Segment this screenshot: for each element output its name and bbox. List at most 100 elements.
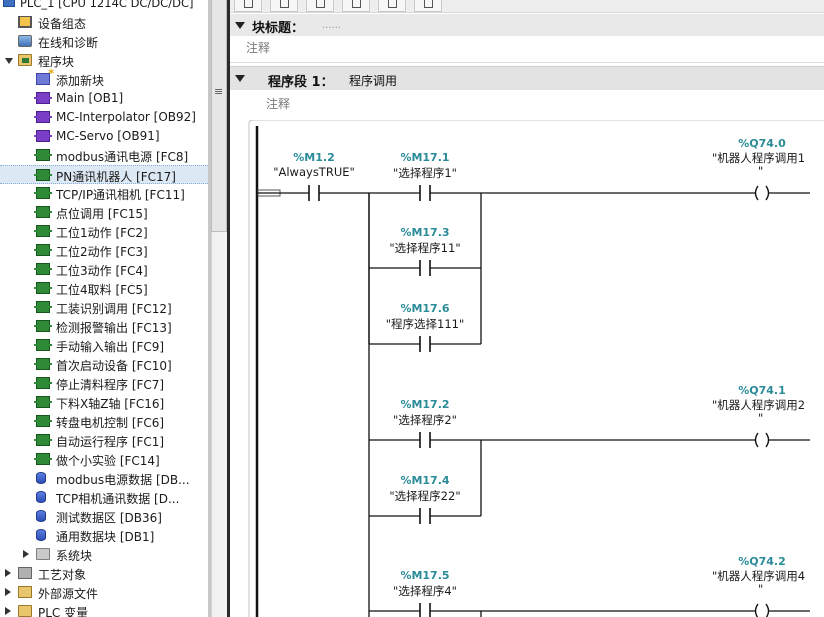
tree-item-fc8[interactable]: modbus通讯电源 [FC8] (0, 146, 208, 165)
contact-m1-2-address[interactable]: %M1.2 (293, 151, 335, 164)
tree-item-fc13[interactable]: 检测报警输出 [FC13] (0, 317, 208, 336)
tree-item-add-new-block[interactable]: 添加新块 (0, 67, 208, 89)
tree-item-program-blocks[interactable]: 程序块 (0, 51, 208, 70)
tree-item-fc3[interactable]: 工位2动作 [FC3] (0, 241, 208, 260)
network-comment[interactable]: 注释 (266, 97, 291, 111)
coil-q74-1-tag[interactable]: "机器人程序调用2 (712, 398, 806, 412)
expand-arrow-icon[interactable] (5, 588, 11, 596)
network-1-header[interactable]: 程序段 1： 程序调用 (230, 66, 824, 90)
toolbar-2-icon (280, 0, 289, 8)
tree-item-fc10[interactable]: 首次启动设备 [FC10] (0, 355, 208, 374)
contact-m17-1-address[interactable]: %M17.1 (400, 151, 450, 164)
splitter-grip-icon[interactable]: ≡ (214, 85, 224, 98)
coil-q74-0-tag[interactable]: "机器人程序调用1 (712, 151, 806, 165)
tree-item-fc11[interactable]: TCP/IP通讯相机 [FC11] (0, 184, 208, 203)
block-comment-area[interactable]: 注释 (230, 36, 824, 63)
tree-item-fc6[interactable]: 转盘电机控制 [FC6] (0, 412, 208, 431)
contact-m17-5-tag[interactable]: "选择程序4" (393, 584, 457, 598)
tree-item-label: 设备组态 (38, 17, 87, 31)
tree-item-online-diagnostics[interactable]: 在线和诊断 (0, 32, 208, 51)
contact-m17-4-address[interactable]: %M17.4 (400, 474, 450, 487)
tree-scrollbar-track[interactable] (211, 232, 227, 617)
contact-m17-2-address[interactable]: %M17.2 (400, 398, 450, 411)
plc-tags-folder-icon (18, 605, 32, 617)
tree-item-label: 停止清料程序 [FC7] (56, 378, 165, 392)
toolbar-button-6[interactable] (414, 0, 442, 12)
toolbar-button-5[interactable] (378, 0, 406, 12)
ob-block-icon (34, 130, 52, 142)
tree-item-mc-servo[interactable]: MC-Servo [OB91] (0, 127, 208, 146)
tree-item-fc5[interactable]: 工位4取料 [FC5] (0, 279, 208, 298)
coil-q74-1-symbol[interactable] (754, 432, 770, 448)
tree-item-mc-interpolator[interactable]: MC-Interpolator [OB92] (0, 108, 208, 127)
tree-item-label: 工艺对象 (38, 568, 87, 582)
tree-item-fc17[interactable]: PN通讯机器人 [FC17] (0, 165, 208, 184)
coil-q74-1-address[interactable]: %Q74.1 (738, 384, 786, 397)
expand-arrow-icon[interactable] (5, 569, 11, 577)
tree-item-technology-objects[interactable]: 工艺对象 (0, 564, 208, 583)
tree-item-modbus-db[interactable]: modbus电源数据 [DB... (0, 469, 208, 488)
network-title[interactable]: 程序调用 (349, 74, 398, 88)
fc-block-icon (34, 453, 52, 465)
tree-item-label: 手动输入输出 [FC9] (56, 340, 165, 354)
tree-item-tcp-db[interactable]: TCP相机通讯数据 [D... (0, 488, 208, 507)
toolbar-button-3[interactable] (306, 0, 334, 12)
tree-item-fc9[interactable]: 手动输入输出 [FC9] (0, 336, 208, 355)
tree-item-fc7[interactable]: 停止清料程序 [FC7] (0, 374, 208, 393)
collapse-block-icon[interactable] (235, 22, 245, 29)
coil-q74-0-symbol[interactable] (754, 185, 770, 201)
contact-m17-2-tag[interactable]: "选择程序2" (393, 413, 457, 427)
fc-block-icon (34, 377, 52, 389)
tree-item-device-config[interactable]: 设备组态 (0, 13, 208, 32)
block-title-label: 块标题： (252, 21, 305, 36)
toolbar-button-1[interactable] (234, 0, 262, 12)
tree-root-plc[interactable]: PLC_1 [CPU 1214C DC/DC/DC] (0, 0, 208, 12)
block-comment[interactable]: 注释 (246, 41, 271, 55)
tree-item-fc14[interactable]: 做个小实验 [FC14] (0, 450, 208, 469)
tree-item-db36[interactable]: 测试数据区 [DB36] (0, 507, 208, 526)
coil-q74-2-tag[interactable]: "机器人程序调用4 (712, 569, 806, 583)
contact-m17-1-tag[interactable]: "选择程序1" (393, 166, 457, 180)
collapse-arrow-icon[interactable] (5, 58, 13, 64)
contact-m17-6-tag[interactable]: "程序选择111" (385, 317, 465, 331)
fc-block-icon (34, 358, 52, 370)
contact-m17-5-address[interactable]: %M17.5 (400, 569, 450, 582)
tree-item-plc-tags[interactable]: PLC 变量 (0, 602, 208, 617)
tree-scrollbar-thumb[interactable] (211, 0, 227, 232)
block-title-value[interactable]: ...... (322, 20, 342, 31)
coil-q74-0-address[interactable]: %Q74.0 (738, 137, 786, 150)
ob-block-icon (34, 111, 52, 123)
fc-block-icon (34, 244, 52, 256)
tree-item-system-blocks[interactable]: 系统块 (0, 545, 208, 564)
ob-block-icon (34, 92, 52, 104)
contact-m1-2-tag[interactable]: "AlwaysTRUE" (273, 165, 355, 179)
collapse-network-icon[interactable] (235, 75, 245, 82)
tree-item-fc12[interactable]: 工装识别调用 [FC12] (0, 298, 208, 317)
toolbar-button-2[interactable] (270, 0, 298, 12)
tree-item-fc2[interactable]: 工位1动作 [FC2] (0, 222, 208, 241)
contact-m17-4-tag[interactable]: "选择程序22" (389, 489, 461, 503)
tree-item-db1[interactable]: 通用数据块 [DB1] (0, 526, 208, 545)
contact-m17-3-tag[interactable]: "选择程序11" (389, 241, 461, 255)
tree-item-fc16[interactable]: 下料X轴Z轴 [FC16] (0, 393, 208, 412)
contact-m17-3-address[interactable]: %M17.3 (400, 226, 450, 239)
expand-arrow-icon[interactable] (5, 607, 11, 615)
panel-splitter[interactable] (227, 0, 230, 617)
network-frame (248, 120, 824, 617)
tree-item-label: TCP相机通讯数据 [D... (56, 492, 180, 506)
toolbar-button-4[interactable] (342, 0, 370, 12)
coil-q74-2-symbol[interactable] (754, 603, 770, 617)
tree-item-external-sources[interactable]: 外部源文件 (0, 583, 208, 602)
block-title-bar[interactable]: 块标题： ...... (230, 14, 824, 36)
technology-objects-folder-icon (18, 567, 32, 579)
coil-q74-2-address[interactable]: %Q74.2 (738, 555, 786, 568)
contact-m17-6-address[interactable]: %M17.6 (400, 302, 450, 315)
tree-item-main-ob1[interactable]: Main [OB1] (0, 89, 208, 108)
tree-item-fc15[interactable]: 点位调用 [FC15] (0, 203, 208, 222)
tree-item-fc4[interactable]: 工位3动作 [FC4] (0, 260, 208, 279)
tree-item-label: 检测报警输出 [FC13] (56, 321, 172, 335)
expand-arrow-icon[interactable] (23, 550, 29, 558)
tree-item-label: 在线和诊断 (38, 36, 99, 50)
tree-item-fc1[interactable]: 自动运行程序 [FC1] (0, 431, 208, 450)
coil-q74-2-tag-end: " (758, 582, 764, 596)
